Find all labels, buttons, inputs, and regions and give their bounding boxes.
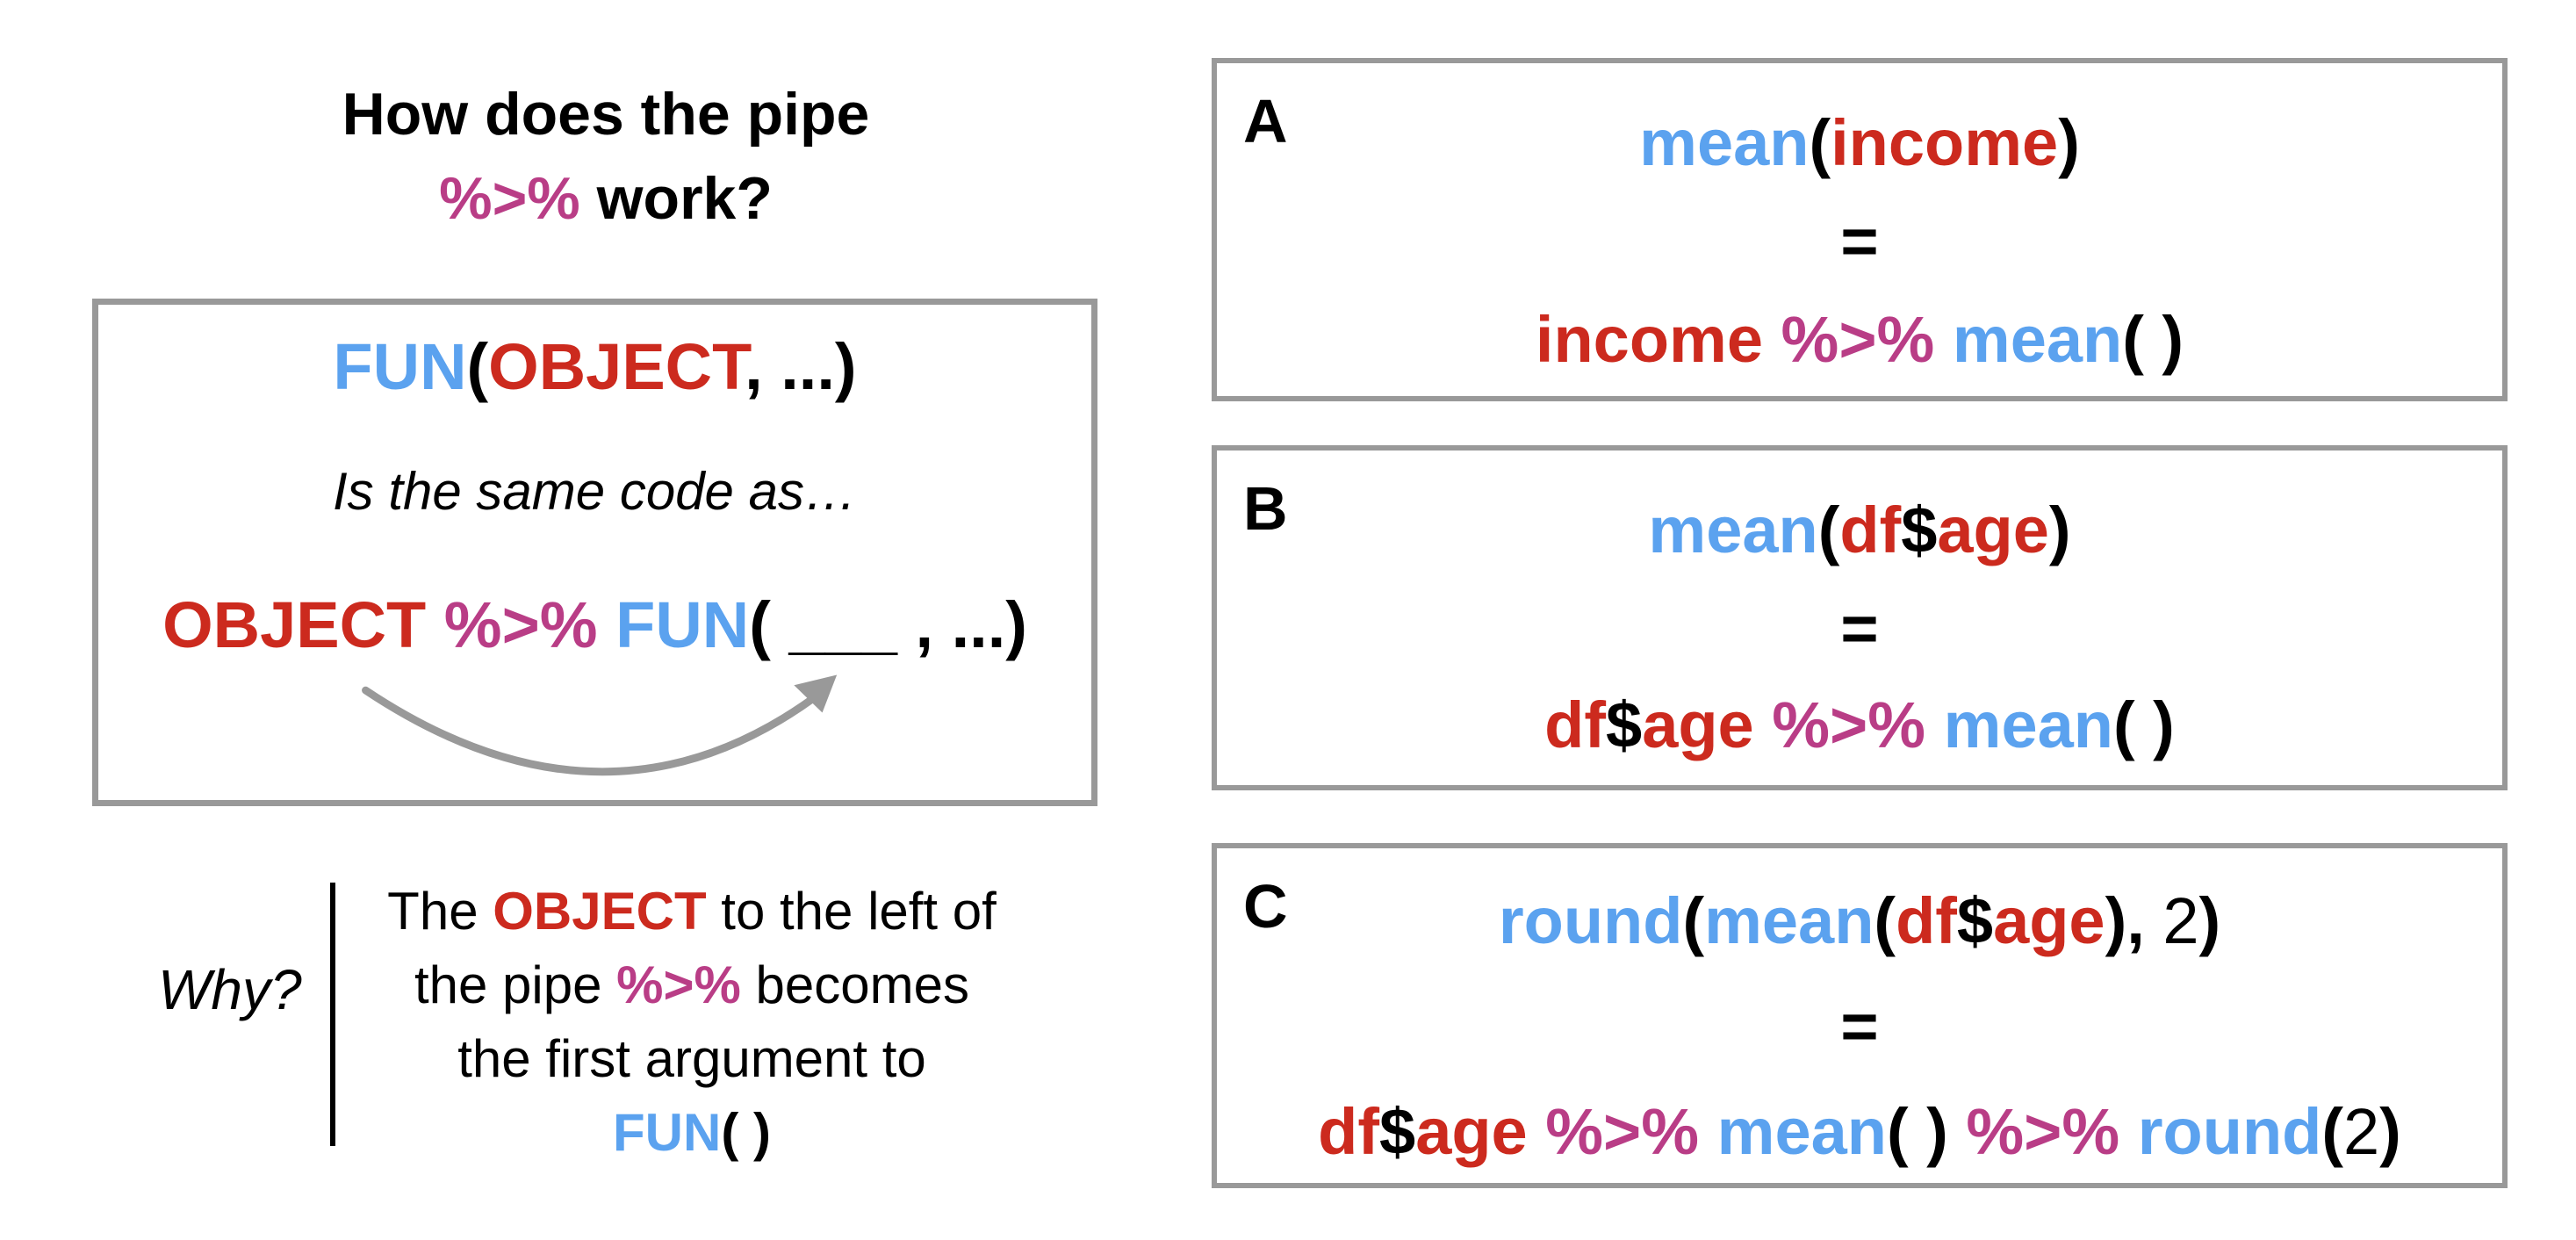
example-a-box: A mean(income) = income %>% mean( ) [1212, 58, 2508, 401]
object-label: OBJECT [493, 882, 707, 941]
example-letter: C [1243, 872, 1288, 941]
same-code-caption: Is the same code as… [333, 462, 857, 521]
example-c-call: round(mean(df$age), 2) [1498, 884, 2221, 957]
example-a-call: mean(income) [1639, 106, 2080, 179]
fun-label: FUN [333, 330, 467, 403]
why-divider [330, 883, 335, 1146]
placeholder-args: ( ___ , ...) [749, 588, 1027, 661]
pipe-operator: %>% [426, 588, 616, 661]
pipe-explanation-box: FUN(OBJECT, ...) Is the same code as… OB… [92, 299, 1097, 806]
why-explanation: The OBJECT to the left of the pipe %>% b… [344, 875, 1040, 1170]
title-line-2: %>% work? [123, 156, 1089, 241]
example-b-box: B mean(df$age) = df$age %>% mean( ) [1212, 445, 2508, 790]
why-line-1: The OBJECT to the left of [387, 882, 997, 941]
object-label: OBJECT [162, 588, 427, 661]
example-b-call: mean(df$age) [1648, 494, 2071, 566]
fun-label: FUN [613, 1103, 722, 1162]
example-a-pipe: income %>% mean( ) [1535, 303, 2184, 376]
page-title: How does the pipe %>% work? [123, 72, 1089, 241]
equals-sign: = [1840, 990, 1879, 1063]
example-letter: B [1243, 474, 1288, 543]
example-c-box: C round(mean(df$age), 2) = df$age %>% me… [1212, 843, 2508, 1188]
object-label: OBJECT [488, 330, 745, 403]
title-work: work? [579, 165, 773, 232]
function-call-form: FUN(OBJECT, ...) [98, 329, 1091, 404]
example-letter: A [1243, 87, 1288, 155]
equals-sign: = [1840, 592, 1879, 665]
equals-sign: = [1840, 205, 1879, 278]
curved-arrow-icon [362, 674, 838, 776]
example-b-pipe: df$age %>% mean( ) [1544, 688, 2175, 761]
open-paren: ( [466, 330, 489, 403]
why-line-3: the first argument to [457, 1029, 926, 1088]
pipe-form: OBJECT %>% FUN( ___ , ...) [98, 588, 1091, 662]
title-line-1: How does the pipe [342, 81, 870, 148]
why-line-4: FUN( ) [613, 1103, 771, 1162]
why-label: Why? [158, 958, 302, 1021]
rest-args: , ...) [745, 330, 857, 403]
pipe-operator: %>% [616, 955, 741, 1014]
why-line-2: the pipe %>% becomes [414, 955, 970, 1014]
title-pipe: %>% [439, 165, 580, 232]
example-c-pipe: df$age %>% mean( ) %>% round(2) [1318, 1095, 2401, 1168]
fun-label: FUN [615, 588, 750, 661]
